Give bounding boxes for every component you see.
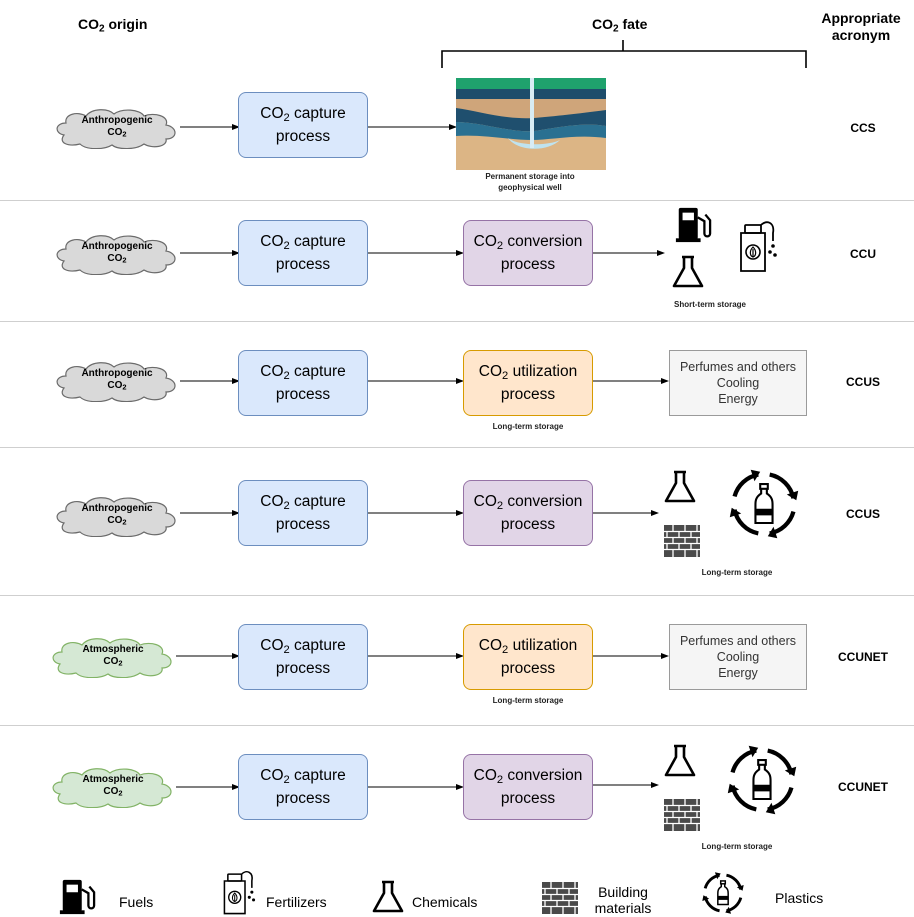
storage-caption: Long-term storage [492, 696, 564, 705]
co2-conversion-process: CO2 conversion process [463, 480, 593, 546]
brick-wall-icon [664, 525, 700, 557]
acronym-label: CCUNET [838, 780, 888, 794]
header-co2-fate: CO2 fate [592, 16, 648, 35]
fate-bracket [441, 40, 807, 68]
flow-arrow [368, 378, 464, 384]
legend-label-building-materials: Building materials [594, 884, 652, 916]
flow-arrow [368, 250, 464, 256]
flow-arrow [368, 510, 464, 516]
products-box: Perfumes and others Cooling Energy [669, 350, 807, 416]
flow-arrow [593, 510, 659, 516]
product-label: Cooling [716, 376, 760, 390]
cloud-shape [52, 638, 172, 678]
brick-wall-icon [664, 799, 700, 831]
legend-label-plastics: Plastics [775, 890, 824, 906]
chemical-flask-icon [664, 744, 696, 777]
flow-arrow [593, 378, 669, 384]
storage-caption: Long-term storage [701, 842, 773, 851]
header-appropriate-acronym: Appropriate acronym [821, 10, 901, 43]
flow-arrow [368, 124, 457, 130]
storage-caption: Permanent storage into geophysical well [485, 172, 575, 192]
co2-capture-process: CO2 capture process [238, 350, 368, 416]
flow-arrow [593, 250, 665, 256]
row-divider [0, 200, 914, 201]
header-co2-origin: CO2 origin [78, 16, 148, 35]
row-divider [0, 321, 914, 322]
row-divider [0, 725, 914, 726]
row-divider [0, 595, 914, 596]
plastic-recycle-icon [702, 872, 744, 914]
cloud-shape [56, 235, 176, 275]
co2-utilization-process: CO2 utilization process [463, 350, 593, 416]
plastic-recycle-icon [729, 469, 799, 539]
storage-caption: Long-term storage [701, 568, 773, 577]
co2-conversion-process: CO2 conversion process [463, 220, 593, 286]
co2-capture-process: CO2 capture process [238, 220, 368, 286]
cloud-shape [52, 768, 172, 808]
flow-arrow [593, 653, 669, 659]
cloud-shape [56, 362, 176, 402]
flow-arrow [176, 653, 240, 659]
flow-arrow [176, 784, 240, 790]
flow-arrow [368, 653, 464, 659]
chemical-flask-icon [664, 470, 696, 503]
co2-conversion-process: CO2 conversion process [463, 754, 593, 820]
co2-capture-process: CO2 capture process [238, 754, 368, 820]
fuel-pump-icon [59, 879, 96, 915]
acronym-label: CCUS [845, 507, 880, 521]
acronym-label: CCU [850, 247, 876, 261]
chemical-flask-icon [672, 255, 704, 288]
flow-arrow [180, 378, 240, 384]
co2-capture-process: CO2 capture process [238, 624, 368, 690]
legend-label-fertilizers: Fertilizers [266, 894, 327, 910]
acronym-label: CCS [850, 121, 876, 135]
flow-arrow [593, 782, 659, 788]
flow-arrow [368, 784, 464, 790]
brick-wall-icon [542, 882, 578, 914]
product-label: Energy [718, 666, 758, 680]
row-divider [0, 447, 914, 448]
co2-capture-process: CO2 capture process [238, 92, 368, 158]
fuel-pump-icon [675, 207, 712, 243]
chemical-flask-icon [372, 880, 404, 913]
geological-storage-image [456, 78, 606, 170]
product-label: Cooling [716, 650, 760, 664]
fertilizer-icon [740, 221, 777, 272]
co2-utilization-process: CO2 utilization process [463, 624, 593, 690]
flow-arrow [180, 510, 240, 516]
product-label: Perfumes and others [679, 360, 797, 374]
plastic-recycle-icon [727, 745, 797, 815]
co2-capture-process: CO2 capture process [238, 480, 368, 546]
flow-arrow [180, 124, 240, 130]
product-label: Energy [718, 392, 758, 406]
products-box: Perfumes and others Cooling Energy [669, 624, 807, 690]
cloud-shape [56, 497, 176, 537]
storage-caption: Short-term storage [673, 300, 746, 309]
storage-caption: Long-term storage [492, 422, 564, 431]
acronym-label: CCUNET [838, 650, 888, 664]
cloud-shape [56, 109, 176, 149]
product-label: Perfumes and others [679, 634, 797, 648]
acronym-label: CCUS [845, 375, 880, 389]
legend-label-fuels: Fuels [119, 894, 154, 910]
flow-arrow [180, 250, 240, 256]
fertilizer-icon [223, 871, 256, 915]
legend-label-chemicals: Chemicals [412, 894, 478, 910]
